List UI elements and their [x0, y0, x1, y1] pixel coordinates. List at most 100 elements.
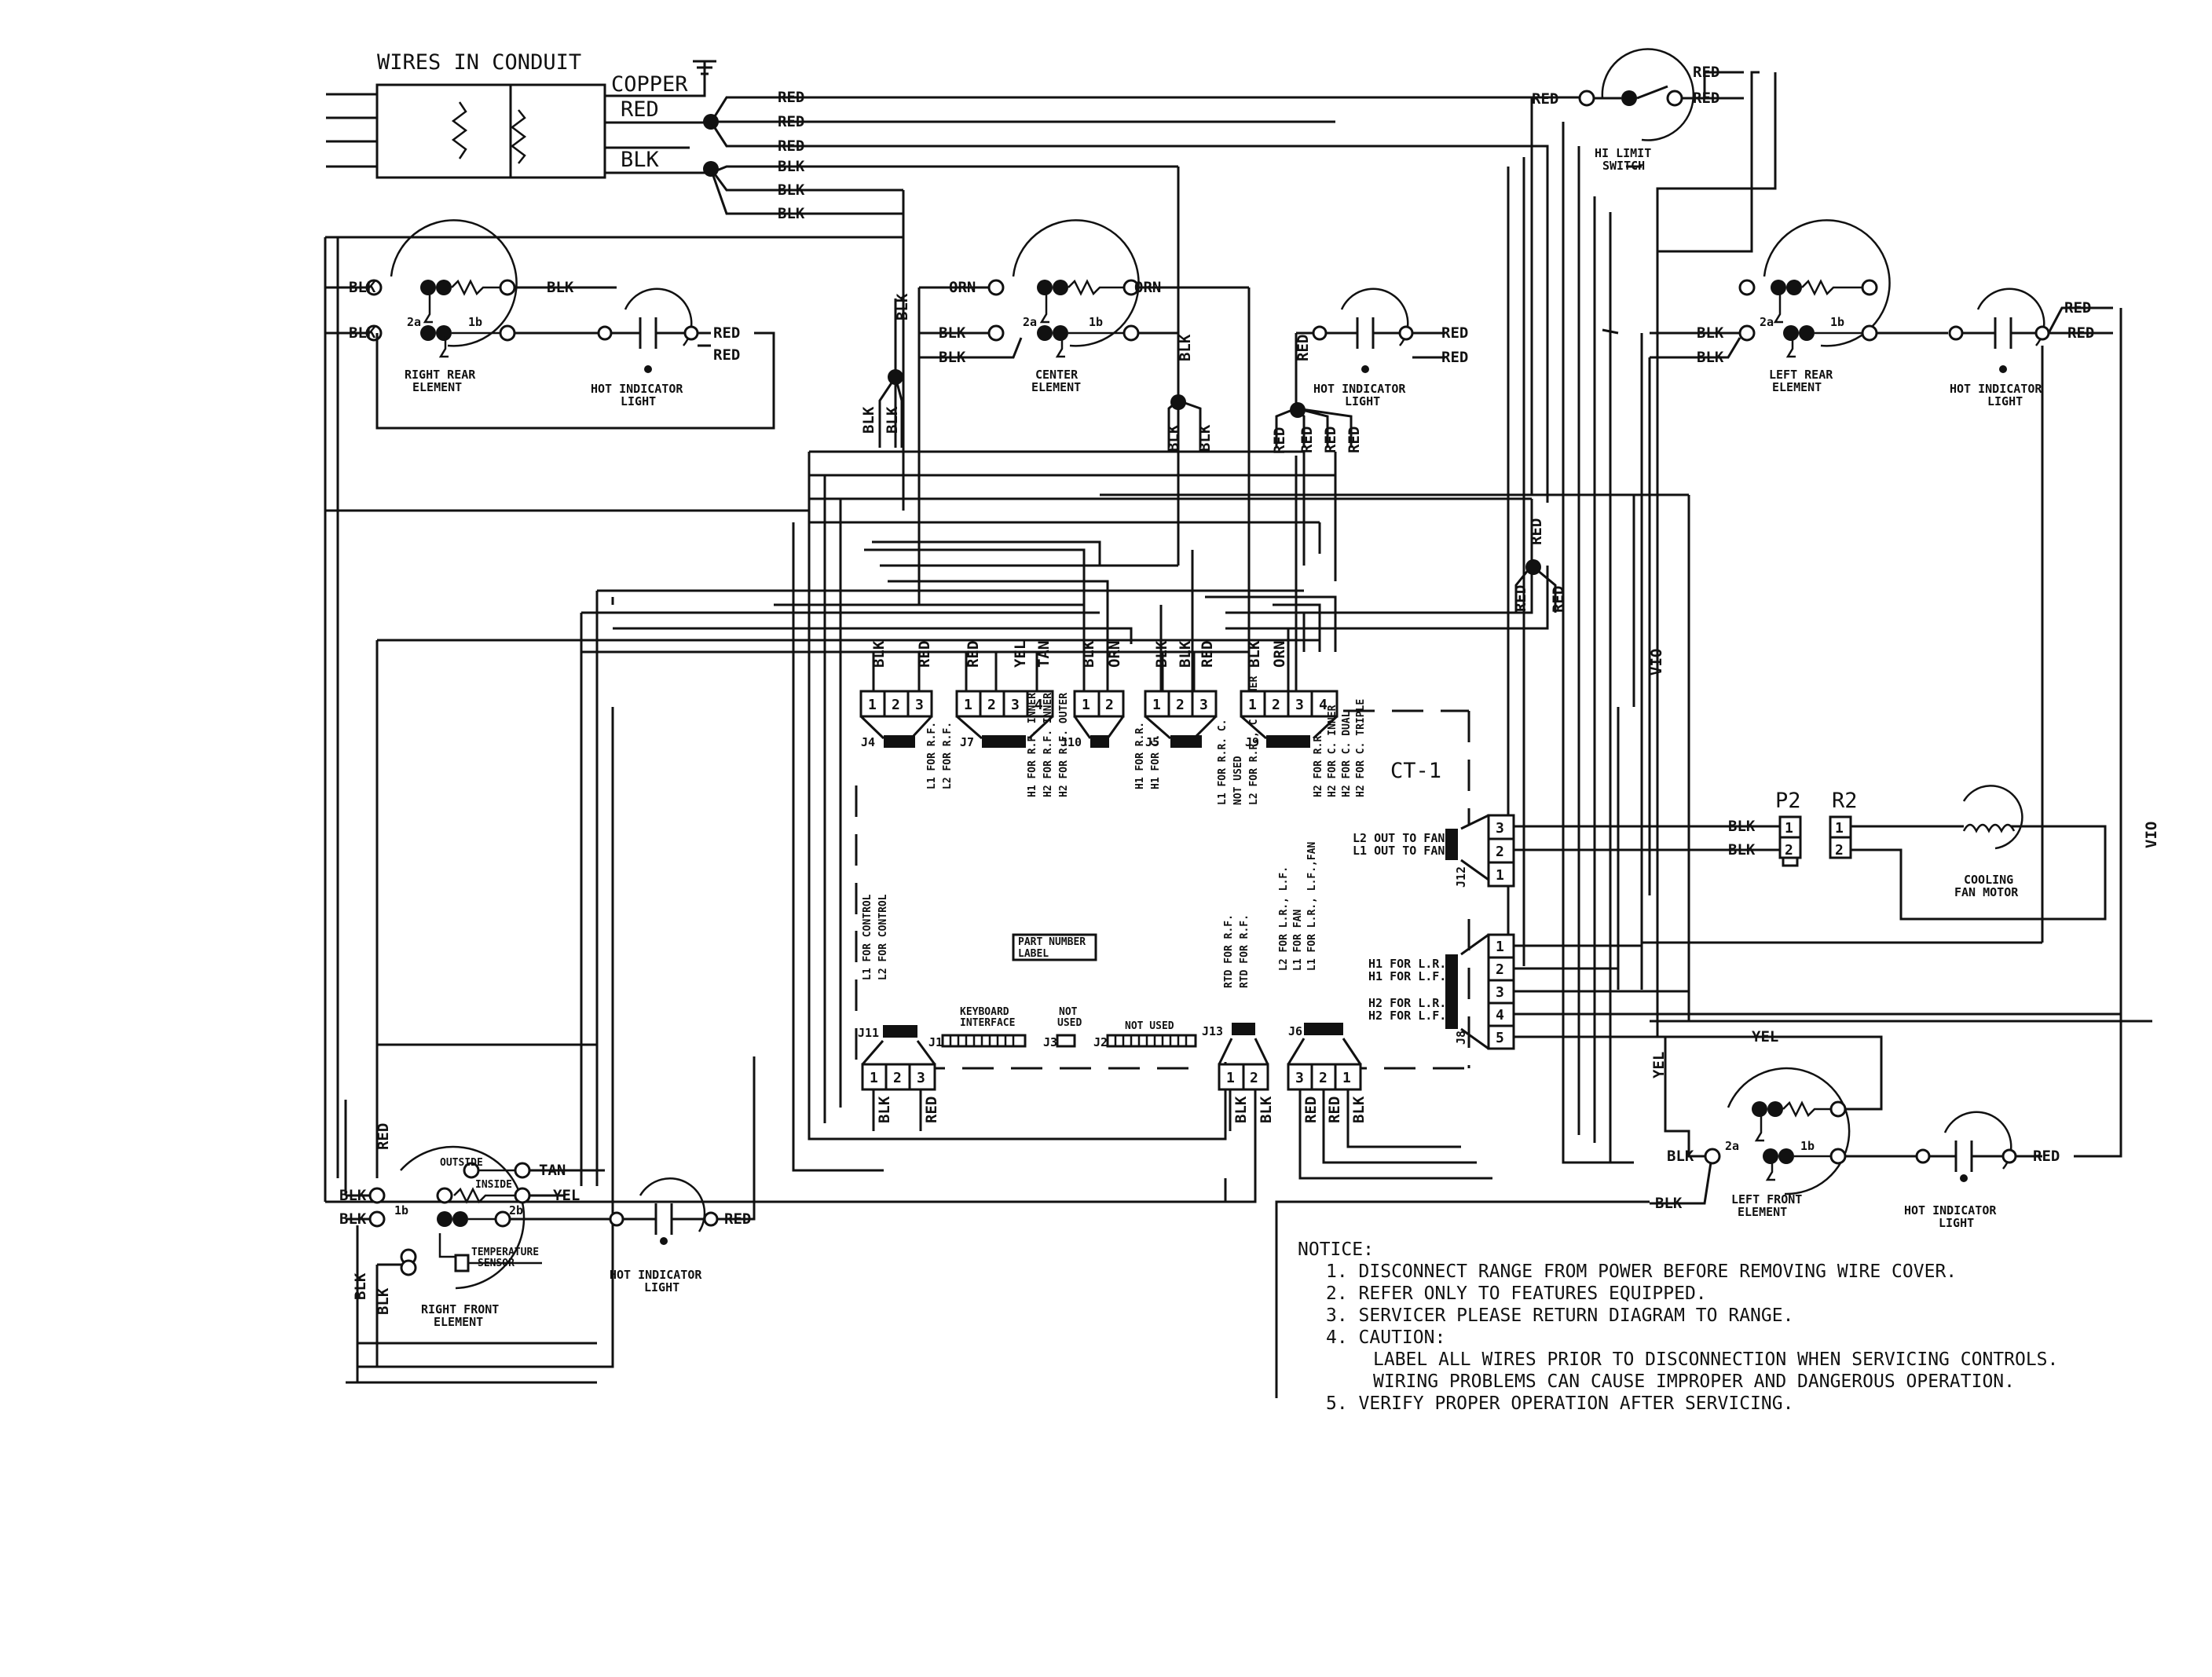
c-drop-blk-4: BLK — [1177, 334, 1194, 361]
lf-label-2: ELEMENT — [1738, 1205, 1787, 1219]
rf-temp-2: SENSOR — [478, 1258, 515, 1269]
c-1b: 1b — [1089, 315, 1103, 329]
hi-limit-label-1: HI LIMIT — [1595, 146, 1651, 160]
p2-pin-1: 1 — [1785, 820, 1793, 837]
lr-2a: 2a — [1760, 315, 1774, 329]
r2-pin-1: 1 — [1835, 820, 1844, 837]
j4-wire-1: BLK — [870, 640, 888, 668]
left-rear-element: BLK BLK 2a 1b LEFT REAR ELEMENT — [1650, 219, 1948, 394]
j7-wire-4: TAN — [1035, 641, 1053, 668]
j4-pin-3: 3 — [915, 697, 924, 713]
connector-j5: BLK BLK RED 1 2 3 J5 L1 FOR R.R. C. NOT … — [1144, 640, 1260, 805]
j5-wire-1: BLK — [1153, 640, 1170, 668]
j8-id: J8 — [1454, 1031, 1468, 1045]
j10-pin-2: 2 — [1105, 697, 1114, 713]
right-rear-element: BLK BLK BLK 2a 1b RIGHT REAR ELEMENT — [325, 219, 617, 394]
notice-item-4a: LABEL ALL WIRES PRIOR TO DISCONNECTION W… — [1373, 1349, 2058, 1370]
j7-pin-3: 3 — [1011, 697, 1020, 713]
conduit-section: WIRES IN CONDUIT COPPER RED BLK RED RED … — [326, 50, 1532, 222]
rf-2b: 2b — [509, 1203, 523, 1217]
j2-id: J2 — [1093, 1035, 1108, 1049]
j5-pin-2: 2 — [1176, 697, 1185, 713]
j9-desc-4: H2 FOR C. TRIPLE — [1355, 699, 1367, 797]
lf-yel-2: YEL — [1650, 1052, 1668, 1078]
connector-j13: RTD FOR R.F. RTD FOR R.F. J13 1 2 BLK BL… — [1202, 914, 1275, 1203]
part-number-label — [1012, 933, 1097, 961]
c-orn-2: ORN — [1134, 279, 1161, 296]
p2-pin-2: 2 — [1785, 842, 1793, 859]
lr-1b: 1b — [1830, 315, 1844, 329]
notice-item-4b: WIRING PROBLEMS CAN CAUSE IMPROPER AND D… — [1373, 1371, 2015, 1392]
connector-j10: BLK ORN 1 2 J10 H1 FOR R.R. H1 FOR C. — [1060, 640, 1162, 789]
notice-item-4: 4. CAUTION: — [1326, 1327, 1445, 1348]
c-light-red-1: RED — [1441, 324, 1468, 342]
j4-pin-1: 1 — [868, 697, 877, 713]
rr-blk-2: BLK — [349, 324, 376, 342]
hi-limit-label-2: SWITCH — [1602, 159, 1645, 173]
lr-hot-indicator-light: RED RED HOT INDICATOR LIGHT — [1948, 287, 2113, 408]
notice-item-3: 3. SERVICER PLEASE RETURN DIAGRAM TO RAN… — [1326, 1305, 1793, 1326]
connector-j11: L1 FOR CONTROL L2 FOR CONTROL J11 1 2 3 … — [858, 894, 940, 1131]
conduit-box-1 — [375, 83, 512, 179]
j6-wire-2: RED — [1326, 1097, 1343, 1123]
lf-hot-indicator-light: RED HOT INDICATOR LIGHT — [1904, 1021, 2122, 1230]
notice-block: NOTICE: 1. DISCONNECT RANGE FROM POWER B… — [1275, 1200, 2058, 1414]
hi-limit-red-out-2: RED — [1693, 90, 1719, 107]
rf-temp-1: TEMPERATURE — [471, 1247, 539, 1258]
rf-inside: INSIDE — [475, 1179, 512, 1191]
rr-2a: 2a — [407, 315, 421, 329]
lr-blk-1: BLK — [1697, 324, 1724, 342]
j1-id: J1 — [928, 1035, 943, 1049]
j4-wire-2: RED — [916, 641, 933, 668]
j4-id: J4 — [861, 735, 875, 749]
j12-pin-1: 3 — [1496, 820, 1504, 837]
lf-1b: 1b — [1800, 1139, 1815, 1153]
j11-wire-1: BLK — [876, 1096, 893, 1123]
rr-light-label-1: HOT INDICATOR — [591, 382, 683, 396]
rf-label-2: ELEMENT — [434, 1315, 483, 1329]
notice-heading: NOTICE: — [1298, 1239, 1374, 1260]
lf-light-label-2: LIGHT — [1939, 1216, 1974, 1230]
c-blk-2: BLK — [939, 349, 966, 366]
c-drop-red-2: RED — [1271, 427, 1288, 454]
rf-outside: OUTSIDE — [440, 1157, 483, 1169]
j5-wire-2: BLK — [1177, 640, 1194, 668]
c-label-1: CENTER — [1035, 368, 1079, 382]
lr-light-red-2: RED — [2067, 324, 2094, 342]
copper-label: COPPER — [611, 72, 688, 97]
j9-pin-3: 3 — [1295, 697, 1304, 713]
lf-yel-1: YEL — [1752, 1028, 1778, 1045]
c-drop-blk-2: BLK — [860, 406, 877, 434]
c-drop-red-4: RED — [1322, 427, 1339, 453]
j13-wire-1: BLK — [1232, 1096, 1250, 1123]
j11-pin-3: 3 — [917, 1070, 925, 1086]
lf-blk-2: BLK — [1655, 1195, 1683, 1212]
lf-light-red: RED — [2033, 1148, 2060, 1165]
j5-pin-1: 1 — [1152, 697, 1161, 713]
conduit-title: WIRES IN CONDUIT — [377, 50, 581, 75]
c-drop-red-5: RED — [1346, 427, 1363, 453]
j13-pin-2: 2 — [1250, 1070, 1258, 1086]
connector-j3: NOT USED J3 — [1043, 1006, 1082, 1049]
j9-desc-3: H2 FOR C. DUAL — [1341, 711, 1353, 797]
hi-limit-red-in: RED — [1532, 90, 1558, 108]
j6-wire-1: RED — [1302, 1097, 1320, 1123]
j12-pin-3: 1 — [1496, 867, 1504, 884]
rr-1b: 1b — [468, 315, 482, 329]
j8-desc-3: H2 FOR L.R. — [1368, 996, 1446, 1010]
rf-blk-2: BLK — [339, 1210, 367, 1228]
rf-yel: YEL — [553, 1187, 580, 1204]
j7-id: J7 — [960, 735, 974, 749]
j12-desc-2: L1 OUT TO FAN — [1353, 844, 1445, 858]
j6-desc-1: L2 FOR L.R., L.F. — [1278, 866, 1290, 971]
rf-light-label-1: HOT INDICATOR — [610, 1268, 702, 1282]
lr-blk-2: BLK — [1697, 349, 1724, 366]
j9-id: J9 — [1245, 735, 1259, 749]
j9-pin-2: 2 — [1272, 697, 1280, 713]
j11-id: J11 — [858, 1026, 879, 1040]
j2-desc: NOT USED — [1125, 1020, 1174, 1032]
j6-pin-1: 3 — [1295, 1070, 1304, 1086]
j6-desc-3: L1 FOR L.R., L.F.,FAN — [1306, 841, 1318, 971]
lf-2a: 2a — [1725, 1139, 1739, 1153]
j4-desc-2: L2 FOR R.F. — [942, 722, 954, 789]
